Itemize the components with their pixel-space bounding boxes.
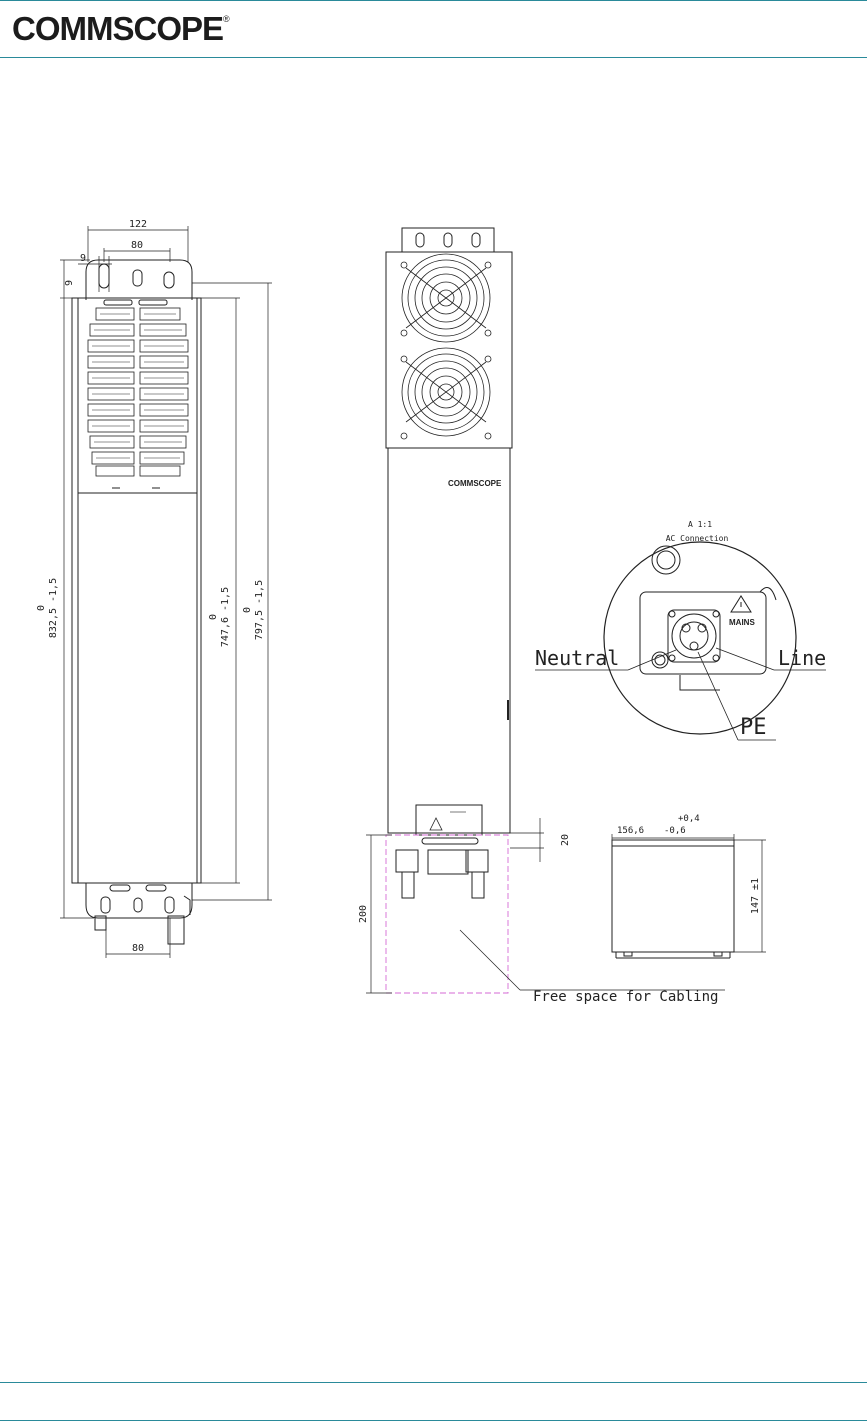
dim-width-tol-minus: -0,6 <box>664 826 686 836</box>
dim-inner-height-tol: 0 <box>208 614 219 620</box>
front-view <box>60 226 272 958</box>
cabling-space-outline <box>386 835 508 993</box>
detail-title: A 1:1 <box>688 520 712 529</box>
vent-grille <box>88 300 188 488</box>
dim-width: 122 <box>129 219 147 230</box>
dim-bottom-height: 147 ±1 <box>750 878 761 914</box>
dim-hole-spacing: 80 <box>131 240 143 251</box>
fan-top <box>401 254 491 342</box>
neutral-label: Neutral <box>535 646 619 670</box>
footer-rule-bottom <box>0 1420 867 1421</box>
dim-mount-height: 797,5 -1,5 <box>254 580 265 640</box>
bottom-view <box>612 834 766 958</box>
footer-rule-top <box>0 1382 867 1383</box>
dim-mount-height-tol: 0 <box>242 607 253 613</box>
detail-a <box>535 542 826 740</box>
dim-slot-v: 9 <box>64 280 75 286</box>
dim-bottom: 80 <box>132 943 144 954</box>
fan-bottom <box>401 348 491 439</box>
dim-inner-height: 747,6 -1,5 <box>220 587 231 647</box>
dim-cable-space: 200 <box>358 905 369 923</box>
cabling-label: Free space for Cabling <box>533 989 718 1005</box>
dim-total-height-tol: 0 <box>36 605 47 611</box>
dim-slot: 9 <box>80 253 86 264</box>
dim-total-height: 832,5 -1,5 <box>48 578 59 638</box>
dim-bottom-width: 156,6 <box>617 826 644 836</box>
line-label: Line <box>778 646 826 670</box>
detail-subtitle: AC Connection <box>666 534 729 543</box>
dim-width-tol-plus: +0,4 <box>678 814 700 824</box>
pe-label: PE <box>740 715 767 740</box>
side-brand: COMMSCOPE <box>448 479 502 488</box>
dim-offset: 20 <box>560 834 571 846</box>
mains-label: MAINS <box>729 618 755 627</box>
